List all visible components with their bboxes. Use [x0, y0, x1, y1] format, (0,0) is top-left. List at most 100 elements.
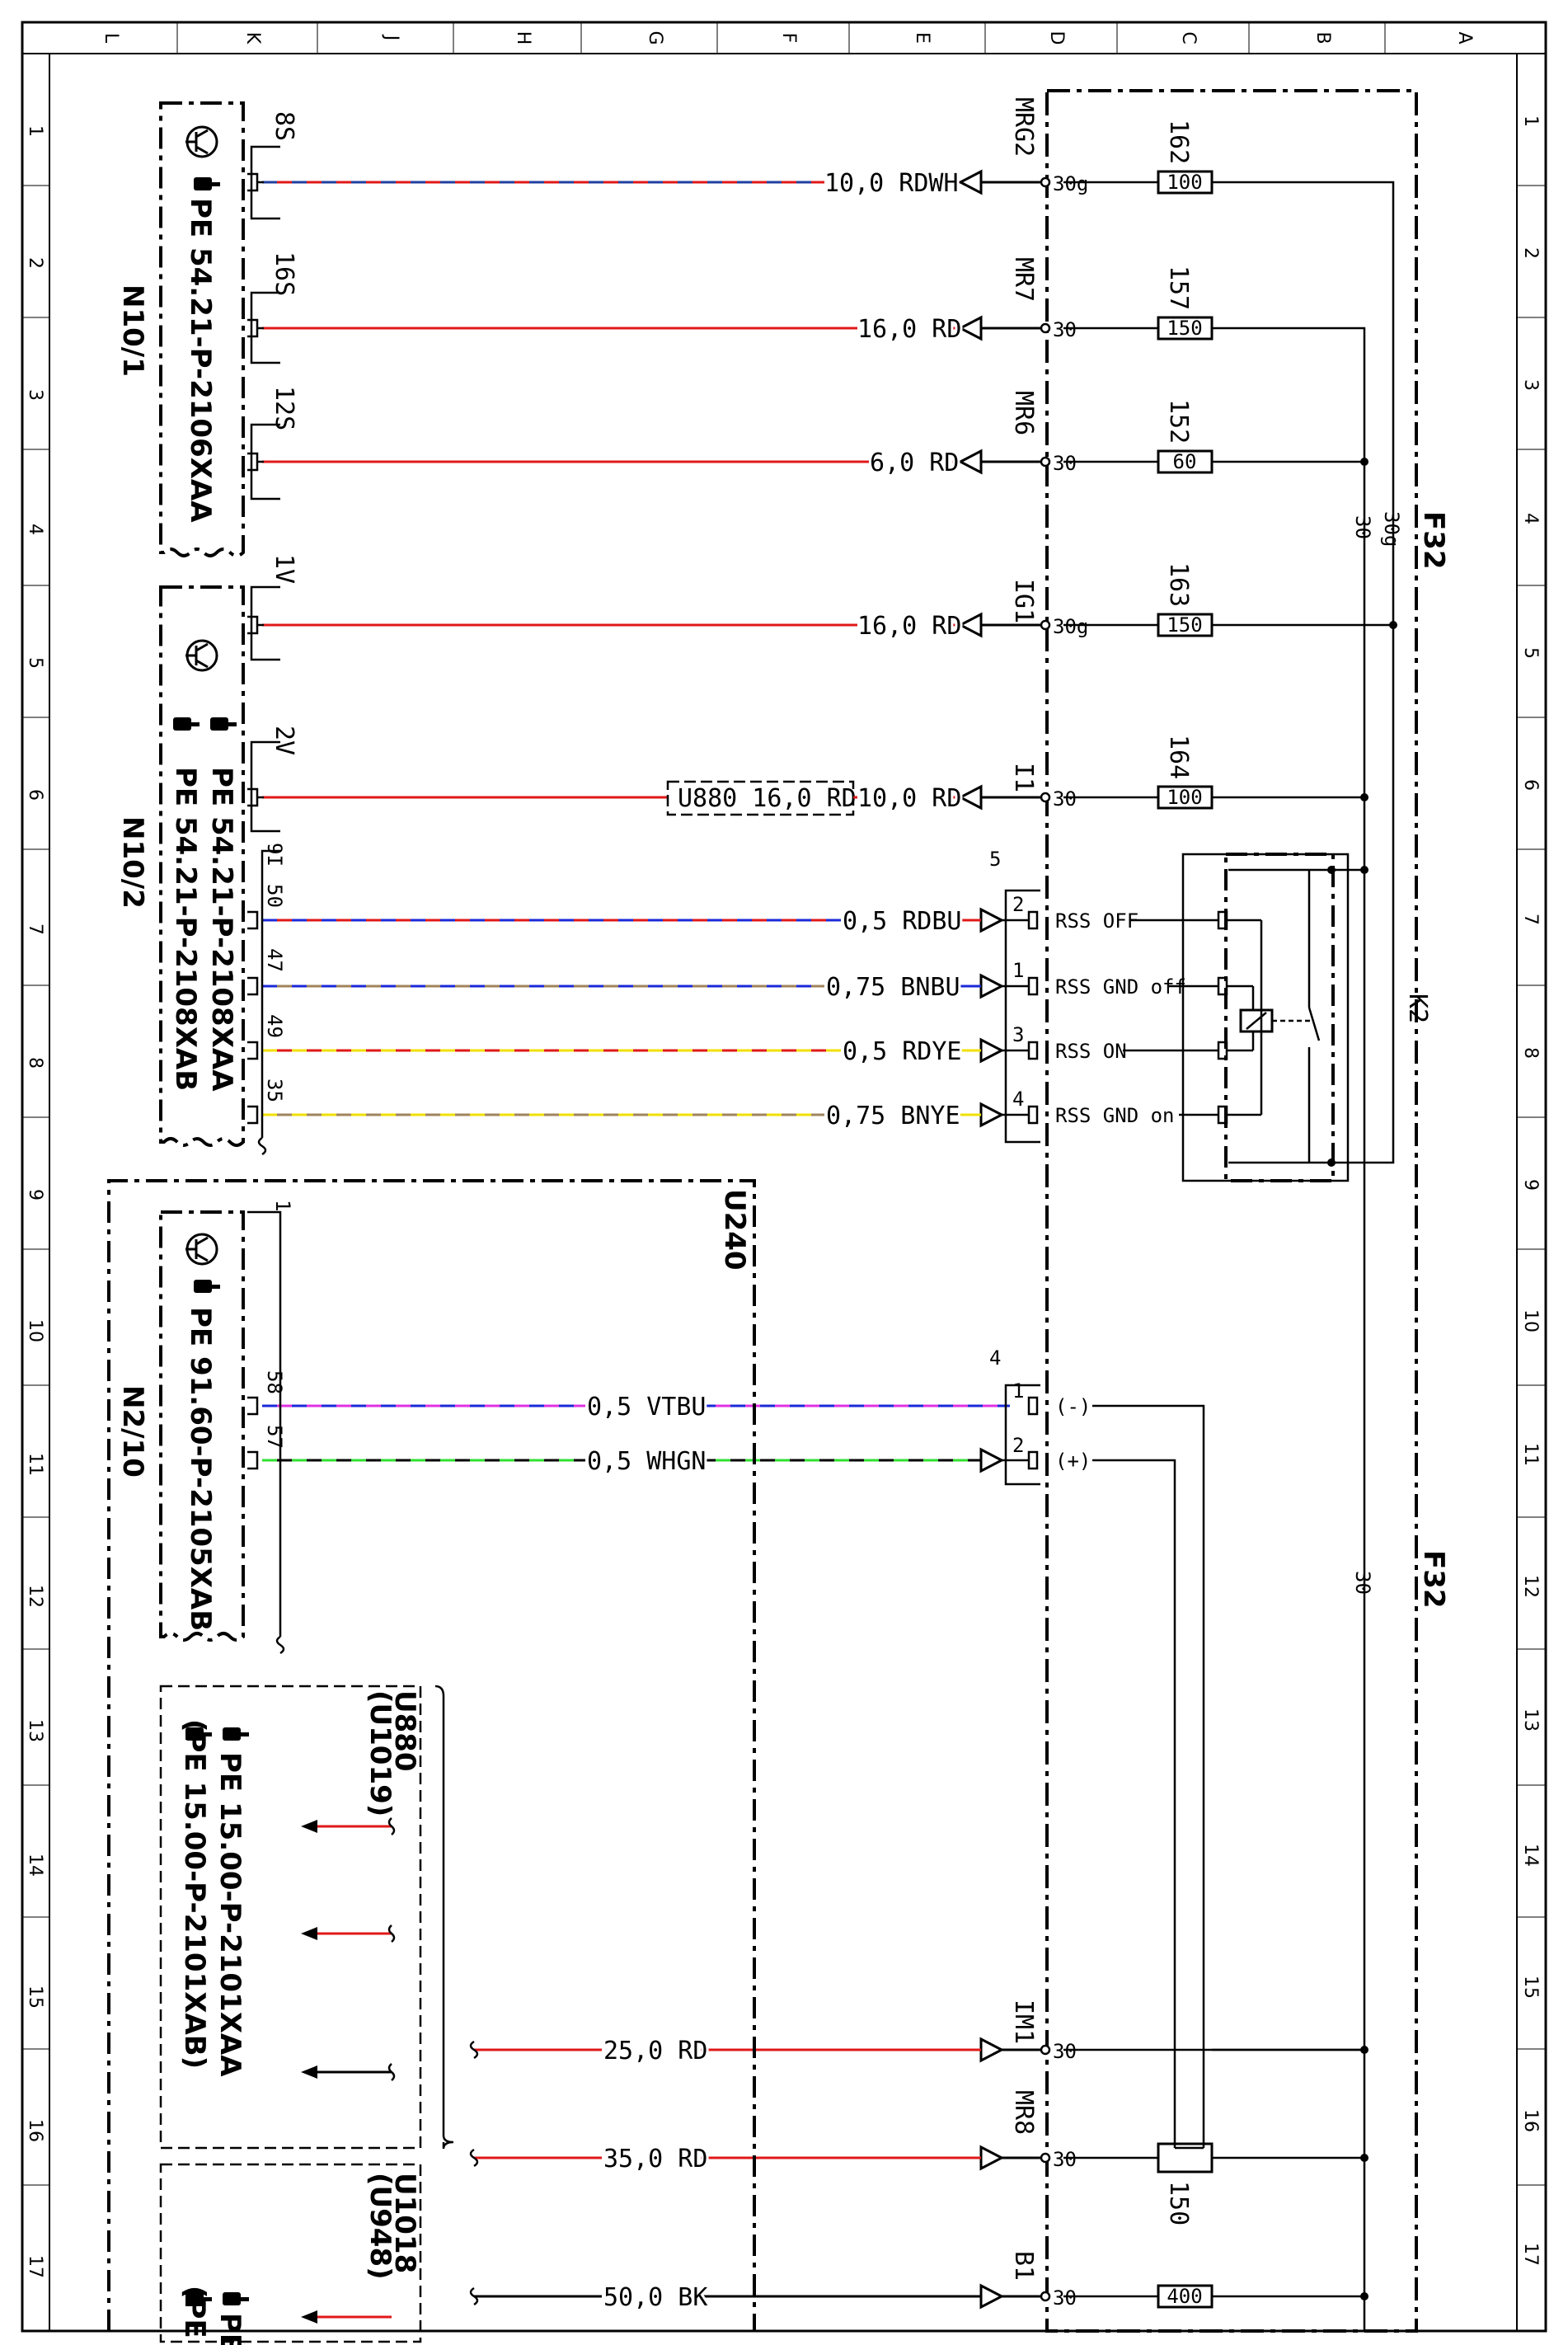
component-n2-10: PE 91.60-P-2105XAB N2/10 1 58 57: [116, 1200, 294, 1655]
row-number: 12: [25, 1585, 45, 1608]
component-ref: PE: [214, 2313, 246, 2345]
terminal-label: 30g: [1053, 172, 1088, 195]
ecu-pin: 1: [1012, 1379, 1024, 1403]
wire-label: 0,75 BNYE: [826, 1102, 960, 1130]
ecu-pin: 2: [1012, 1434, 1024, 1457]
row-number: 7: [25, 923, 45, 935]
component-ref: (PE 15.00-P-2101XAB): [178, 1719, 211, 2069]
region-label: U240: [718, 1189, 751, 1271]
wire-label: 0,5 WHGN: [587, 1447, 707, 1476]
row-number: 11: [1520, 1443, 1541, 1466]
terminal-label: 30: [1053, 2148, 1077, 2171]
component-name: N10/1: [116, 284, 149, 377]
relay-signal: RSS OFF: [1055, 909, 1138, 933]
bus-label: 30: [1351, 515, 1374, 539]
junction-dot: [1360, 2292, 1368, 2300]
wire-label: 0,5 RDYE: [843, 1037, 962, 1066]
fuse-rating: 150: [1167, 317, 1202, 340]
row-number: 14: [1520, 1844, 1541, 1867]
fuse-id: 164: [1164, 735, 1193, 779]
wire-label: 16,0 RD: [857, 612, 961, 641]
row-number: 16: [1520, 2109, 1541, 2132]
relay-connector-5: 5 2 1 3 4 RSS OFF RSS GND off RSS ON RSS…: [989, 848, 1218, 1144]
wire-label: 10,0 RDWH: [824, 169, 959, 198]
transistor-icon: [185, 1233, 218, 1266]
component-ref: PE 15.00-P-2101XAA: [214, 1752, 246, 2077]
row-number: 1: [1520, 115, 1541, 127]
pin-label: 49: [263, 1014, 286, 1038]
power-wires: [262, 181, 1039, 799]
fuse-id: 163: [1164, 562, 1193, 607]
component-ref: PE 91.60-P-2105XAB: [184, 1307, 217, 1631]
wire-label: 35,0 RD: [603, 2145, 707, 2173]
terminal-label: 30: [1053, 318, 1077, 341]
row-number: 2: [1520, 247, 1541, 259]
pin-name: MR6: [1009, 391, 1038, 435]
fuse-id: 157: [1164, 266, 1193, 310]
col-letter: K: [242, 32, 263, 45]
transistor-icon: [185, 639, 218, 672]
pin-name: MR8: [1009, 2090, 1038, 2135]
relay-signal: RSS GND off: [1055, 975, 1186, 999]
wire-label: 25,0 RD: [603, 2037, 707, 2065]
fuse-164: 100 164: [1157, 735, 1214, 810]
pin-label: 12S: [270, 386, 298, 430]
junction-dot: [1360, 2154, 1368, 2162]
pin-label: 35: [263, 1079, 286, 1102]
pin-label: 16S: [270, 251, 298, 296]
col-letter: G: [645, 31, 665, 45]
relay-pin: 3: [1012, 1023, 1024, 1046]
fuse-400: 400: [1157, 2284, 1214, 2309]
row-number: 8: [25, 1057, 45, 1069]
pin-label: 50: [263, 884, 286, 908]
relay-label: K2: [1403, 994, 1432, 1023]
pin-name: I1: [1009, 763, 1038, 792]
column-letters: L K J H G F E D C B A: [101, 31, 1475, 45]
fuse-box-terminals: 30g 30 30 30g 30 30 30 30 MRG2 MR7 MR6 I…: [1009, 97, 1088, 2310]
row-number: 4: [25, 524, 45, 535]
pin-label: 9I: [263, 843, 286, 867]
col-letter: E: [912, 32, 932, 44]
row-number: 11: [25, 1453, 45, 1476]
row-number: 5: [25, 657, 45, 669]
junction-dot: [1360, 2046, 1368, 2054]
connector-label: 4: [989, 1346, 1001, 1370]
col-letter: C: [1178, 31, 1199, 44]
col-letter: B: [1312, 31, 1333, 44]
pin-name: IG1: [1009, 579, 1038, 623]
terminal-label: 30: [1053, 452, 1077, 475]
col-letter: L: [101, 33, 121, 44]
wire-label: 0,5 VTBU: [587, 1393, 707, 1422]
row-numbers-right: 1 2 3 4 5 6 7 8 9 10 11 12 13 14 15 16 1…: [1520, 115, 1541, 2266]
pin-name: B1: [1009, 2251, 1038, 2281]
pin-label: 58: [263, 1370, 286, 1394]
pin-name: IM1: [1009, 2000, 1038, 2044]
component-n10-2: PE 54.21-P-2108XAA PE 54.21-P-2108XAB N1…: [116, 554, 298, 1156]
fuse-rating: 100: [1167, 786, 1202, 809]
row-number: 1: [25, 125, 45, 137]
ecu-pin: (-): [1055, 1395, 1091, 1418]
row-number: 5: [1520, 647, 1541, 659]
component-u880: U880 (U1019) PE 15.00-P-2101XAA (PE 15.0…: [159, 1685, 454, 2150]
row-number: 10: [25, 1319, 45, 1342]
hand-pointer-icon: [185, 1727, 249, 1741]
component-code: (U948): [364, 2173, 397, 2280]
component-u1018: U1018 (U948) PE (PE: [159, 2163, 422, 2345]
component-code: U1018: [388, 2173, 421, 2273]
fuse-rating: 400: [1167, 2285, 1202, 2308]
col-letter: J: [381, 34, 401, 41]
relay-pin: 1: [1012, 959, 1024, 982]
ecu-pin: (+): [1055, 1450, 1091, 1473]
hand-pointer-icon: [194, 1280, 220, 1293]
row-number: 17: [25, 2255, 45, 2278]
terminal-label: 30g: [1053, 615, 1088, 638]
pin-label: 2V: [270, 726, 298, 755]
row-number: 2: [25, 257, 45, 269]
ecu-connector-4: 4 1 2 (-) (+): [989, 1346, 1205, 2150]
fuse-box-label: F32: [1417, 511, 1450, 570]
row-number: 13: [1520, 1708, 1541, 1732]
relay-signal: RSS ON: [1055, 1040, 1127, 1063]
relay-signal: RSS GND on: [1055, 1104, 1175, 1127]
relay-pin: 4: [1012, 1088, 1024, 1111]
